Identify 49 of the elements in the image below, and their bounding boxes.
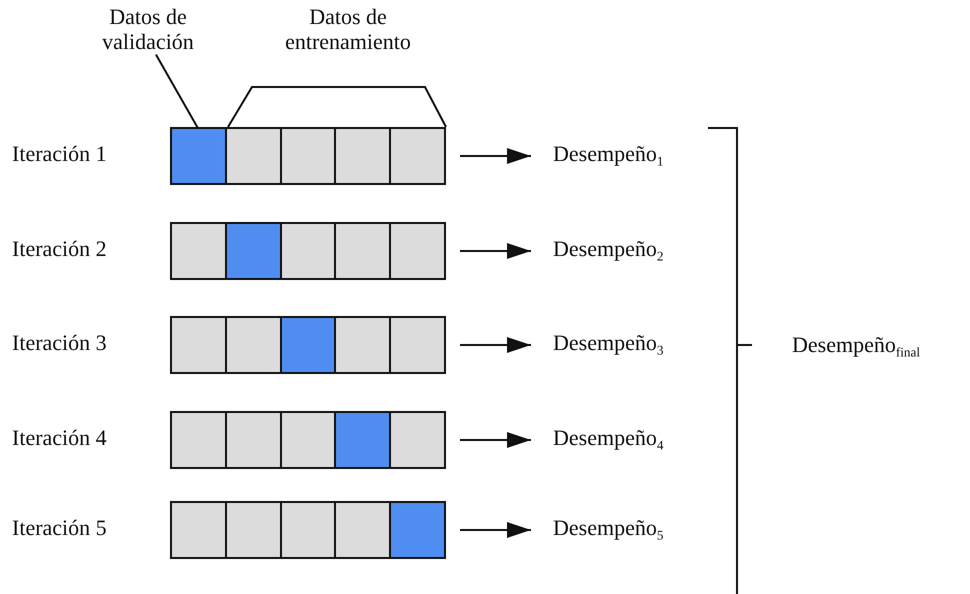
performance-label: Desempeño$_{1}$ bbox=[553, 141, 664, 166]
iteration-label: Iteración 4 bbox=[12, 425, 107, 450]
performance-label: Desempeño$_{4}$ bbox=[553, 425, 664, 450]
training-fold-cell bbox=[336, 224, 390, 278]
iteration-label: Iteración 3 bbox=[12, 330, 107, 356]
training-fold-cell bbox=[282, 503, 334, 557]
validation-fold-cell bbox=[172, 129, 225, 183]
arrow bbox=[460, 243, 531, 259]
validation-fold-cell bbox=[282, 318, 334, 372]
training-fold-cell bbox=[282, 129, 334, 183]
iteration-label: Iteración 5 bbox=[12, 515, 107, 540]
training-fold-cell bbox=[336, 503, 390, 557]
training-fold-cell bbox=[282, 413, 334, 467]
validation-fold-cell bbox=[336, 413, 390, 467]
data-fold-bar bbox=[170, 222, 446, 280]
validation-fold-cell bbox=[226, 224, 280, 278]
arrow bbox=[460, 337, 531, 353]
training-fold-cell bbox=[226, 503, 280, 557]
final-performance-label: Desempeño$_{final}$ bbox=[792, 332, 920, 358]
arrow bbox=[460, 148, 531, 164]
data-fold-bar bbox=[170, 501, 446, 559]
training-fold-cell bbox=[336, 129, 390, 183]
performance-label: Desempeño$_{2}$ bbox=[553, 236, 664, 262]
performance-label: Desempeño$_{5}$ bbox=[553, 515, 664, 540]
training-fold-cell bbox=[391, 318, 444, 372]
data-fold-bar bbox=[170, 316, 446, 374]
training-fold-cell bbox=[226, 413, 280, 467]
performance-label: Desempeño$_{3}$ bbox=[553, 330, 664, 356]
data-fold-bar bbox=[170, 127, 446, 185]
training-fold-cell bbox=[172, 318, 225, 372]
arrow bbox=[460, 432, 531, 448]
bracket-text: Datos de entrenamiento bbox=[284, 4, 412, 55]
training-fold-cell bbox=[336, 318, 390, 372]
iteration-label: Iteración 2 bbox=[12, 236, 107, 262]
training-fold-cell bbox=[226, 129, 280, 183]
training-fold-cell bbox=[282, 224, 334, 278]
validation-fold-cell bbox=[391, 503, 444, 557]
arrow bbox=[460, 522, 531, 538]
training-fold-cell bbox=[226, 318, 280, 372]
training-fold-cell bbox=[391, 413, 444, 467]
iteration-label: Iteración 1 bbox=[12, 141, 107, 166]
training-fold-cell bbox=[391, 224, 444, 278]
training-fold-cell bbox=[172, 413, 225, 467]
training-fold-cell bbox=[391, 129, 444, 183]
leader-line bbox=[155, 54, 200, 130]
data-fold-bar bbox=[170, 411, 446, 469]
training-fold-cell bbox=[172, 224, 225, 278]
training-fold-cell bbox=[172, 503, 225, 557]
leader-text: Datos de validación bbox=[80, 4, 216, 55]
